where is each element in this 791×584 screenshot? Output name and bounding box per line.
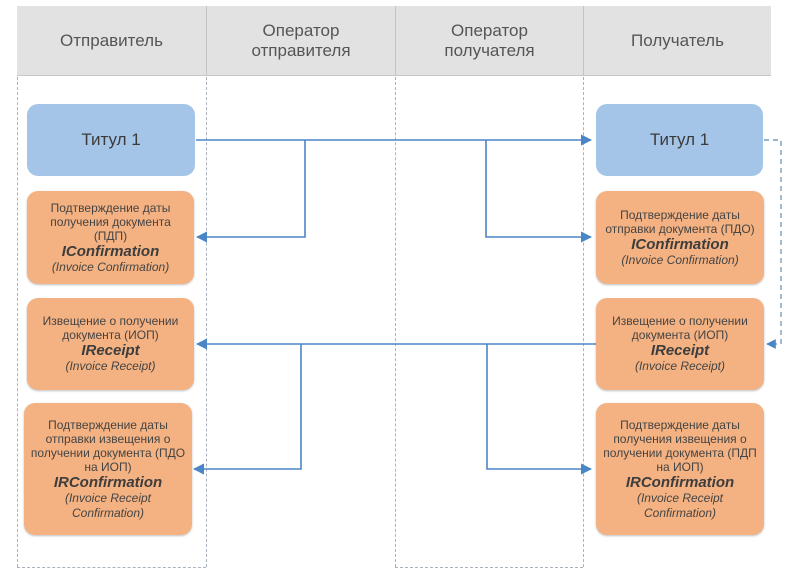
receiver-iop-box: Извещение о получении документа (ИОП) IR…	[596, 298, 764, 390]
header-receiver-operator-label: Оператор получателя	[444, 20, 535, 60]
header-sender-label: Отправитель	[60, 30, 163, 50]
arrow-pdp-to-sender	[195, 140, 306, 243]
arrow-pdo-to-receiver	[485, 140, 593, 243]
receiver-title-label: Титул 1	[649, 130, 710, 149]
header-receiver: Получатель	[584, 6, 771, 76]
header-sender-operator-label: Оператор отправителя	[251, 20, 351, 60]
receiver-operator-lane-left-boundary	[395, 77, 396, 567]
sender-iop-box: Извещение о получении документа (ИОП) IR…	[27, 298, 194, 390]
receiver-title-box: Титул 1	[596, 104, 763, 176]
iop-description: Извещение о получении документа (ИОП)	[612, 314, 748, 342]
sender-title-label: Титул 1	[81, 130, 141, 149]
sender-title-box: Титул 1	[27, 104, 195, 176]
receiver-operator-lane-right-boundary	[583, 77, 584, 567]
receiver-operator-lane-bottom-boundary	[395, 567, 583, 568]
pdp-on-iop-english-name: (Invoice Receipt Confirmation)	[636, 490, 724, 520]
lane-separator	[395, 6, 396, 76]
receiver-pdp-on-iop-box: Подтверждение даты получения извещения о…	[596, 403, 764, 535]
arrow-pdp-on-iop-to-receiver	[486, 344, 593, 475]
pdo-english-name: (Invoice Confirmation)	[621, 252, 739, 267]
pdp-english-name: (Invoice Confirmation)	[51, 259, 170, 274]
sender-lane-left-boundary	[17, 77, 18, 567]
pdo-on-iop-interface-name: IRConfirmation	[53, 473, 163, 491]
iop-interface-name: IReceipt	[81, 342, 140, 359]
pdo-on-iop-description: Подтверждение даты отправки извещения о …	[30, 417, 186, 474]
dashed-connector-title-to-iop	[764, 139, 782, 349]
pdo-description: Подтверждение даты отправки документа (П…	[605, 207, 755, 236]
pdp-description: Подтверждение даты получения документа (…	[50, 200, 171, 243]
sender-lane-right-boundary	[206, 77, 207, 567]
pdo-on-iop-english-name: (Invoice Receipt Confirmation)	[64, 490, 152, 520]
sender-lane-bottom-boundary	[17, 567, 206, 568]
header-receiver-label: Получатель	[631, 30, 724, 50]
arrow-pdo-on-iop-to-sender	[192, 344, 302, 475]
header-sender: Отправитель	[17, 6, 206, 76]
iop-english-name: (Invoice Receipt)	[65, 359, 156, 373]
iop-english-name: (Invoice Receipt)	[634, 359, 726, 373]
iop-description: Извещение о получении документа (ИОП)	[42, 314, 179, 342]
receiver-pdo-box: Подтверждение даты отправки документа (П…	[596, 191, 764, 284]
lane-separator	[583, 6, 584, 76]
pdp-on-iop-interface-name: IRConfirmation	[625, 473, 735, 491]
header-receiver-operator: Оператор получателя	[396, 6, 583, 76]
lane-separator	[206, 6, 207, 76]
pdp-interface-name: IConfirmation	[61, 242, 160, 260]
header-sender-operator: Оператор отправителя	[207, 6, 395, 76]
iop-interface-name: IReceipt	[650, 342, 710, 359]
sender-pdo-on-iop-box: Подтверждение даты отправки извещения о …	[24, 403, 192, 535]
sender-pdp-box: Подтверждение даты получения документа (…	[27, 191, 194, 284]
pdo-interface-name: IConfirmation	[631, 235, 729, 253]
pdp-on-iop-description: Подтверждение даты получения извещения о…	[603, 417, 757, 474]
